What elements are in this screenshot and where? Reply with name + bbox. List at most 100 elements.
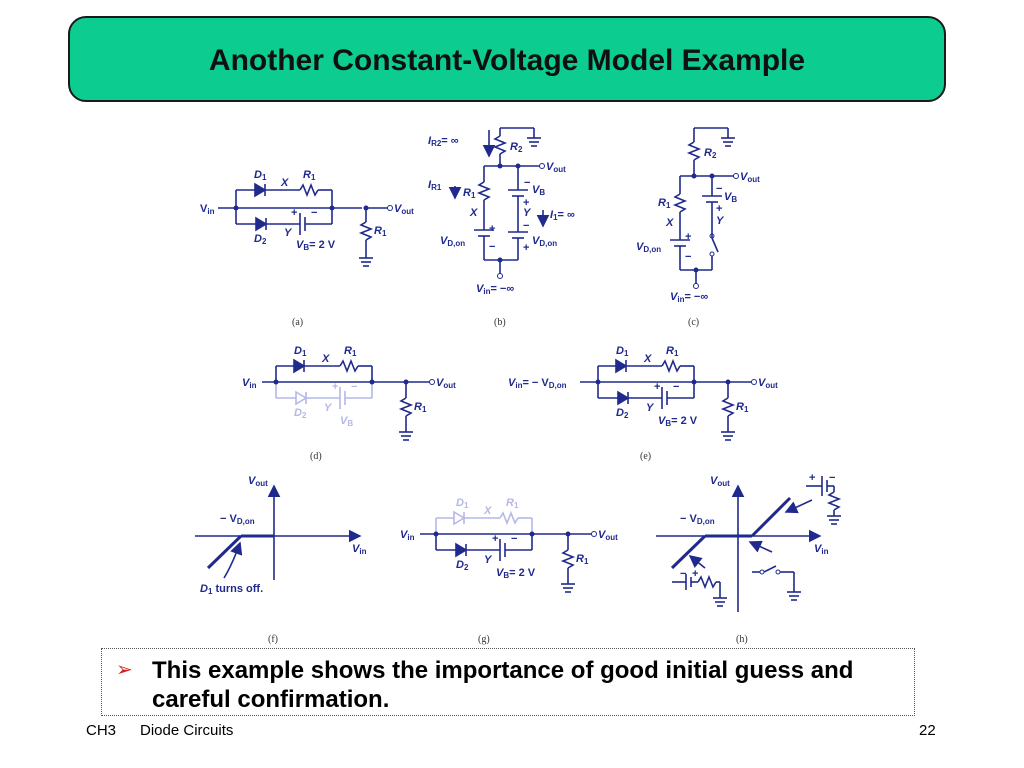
- circuit-a: [218, 182, 388, 267]
- svg-text:VB= 2 V: VB= 2 V: [658, 415, 698, 428]
- circuit-g: [420, 533, 592, 593]
- svg-text:Vout: Vout: [710, 475, 730, 488]
- svg-text:+: +: [685, 231, 691, 243]
- svg-text:Vout: Vout: [546, 161, 566, 174]
- svg-text:+: +: [332, 381, 338, 393]
- svg-text:Vin: Vin: [200, 203, 215, 216]
- svg-text:− VD,on: − VD,on: [680, 513, 715, 526]
- svg-text:Vin= −∞: Vin= −∞: [670, 291, 708, 304]
- caption-b: (b): [494, 317, 506, 328]
- svg-text:X: X: [483, 505, 492, 517]
- svg-text:−: −: [511, 533, 517, 545]
- svg-text:+: +: [291, 207, 297, 219]
- svg-text:D1 turns off.: D1 turns off.: [200, 583, 263, 596]
- svg-text:Y: Y: [324, 402, 333, 414]
- svg-text:VB: VB: [340, 415, 353, 428]
- slide-title: Another Constant-Voltage Model Example: [208, 44, 806, 77]
- svg-text:Vin: Vin: [814, 543, 829, 556]
- svg-text:R1: R1: [344, 345, 357, 358]
- graph-f-labels: Vout − VD,on Vin D1 turns off.: [200, 475, 367, 596]
- svg-text:VD,on: VD,on: [636, 241, 661, 254]
- svg-text:+: +: [523, 242, 529, 254]
- svg-text:−: −: [680, 568, 686, 580]
- circuit-diagrams: Vin D1 X R1 D2 + − Y VB= 2 V Vout R1: [195, 127, 842, 645]
- svg-text:VB= 2 V: VB= 2 V: [296, 239, 336, 252]
- svg-text:D2: D2: [294, 407, 307, 420]
- svg-text:+: +: [492, 533, 498, 545]
- svg-text:Y: Y: [716, 215, 725, 227]
- svg-text:R1: R1: [736, 401, 749, 414]
- svg-text:+: +: [654, 381, 660, 393]
- svg-text:X: X: [469, 207, 478, 219]
- svg-text:−: −: [829, 472, 835, 484]
- svg-text:VB: VB: [724, 191, 737, 204]
- svg-text:I1= ∞: I1= ∞: [550, 209, 575, 222]
- svg-text:R1: R1: [303, 169, 316, 182]
- svg-text:R2: R2: [704, 147, 717, 160]
- svg-text:Vin= −∞: Vin= −∞: [476, 283, 514, 296]
- caption-f: (f): [268, 634, 278, 645]
- circuit-b-labels: IR2= ∞ R2 Vout IR1 R1 X − VB + Y I1= ∞ +…: [428, 135, 575, 296]
- svg-text:−: −: [716, 183, 722, 195]
- svg-text:Vout: Vout: [248, 475, 268, 488]
- svg-text:Vin: Vin: [400, 529, 415, 542]
- svg-text:−: −: [523, 220, 529, 232]
- svg-text:VD,on: VD,on: [532, 235, 557, 248]
- svg-text:− VD,on: − VD,on: [220, 513, 255, 526]
- circuit-g-faded: [435, 510, 533, 534]
- caption-c: (c): [688, 317, 699, 328]
- svg-text:VB: VB: [532, 184, 545, 197]
- svg-text:Vout: Vout: [740, 171, 760, 184]
- svg-text:Y: Y: [523, 207, 532, 219]
- caption-h: (h): [736, 634, 748, 645]
- svg-text:Vout: Vout: [436, 377, 456, 390]
- graph-f: [195, 484, 362, 580]
- svg-text:+: +: [809, 472, 815, 484]
- svg-text:D2: D2: [456, 559, 469, 572]
- svg-text:R1: R1: [414, 401, 427, 414]
- svg-text:D1: D1: [254, 169, 267, 182]
- svg-text:X: X: [643, 353, 652, 365]
- figure-captions: (a) (b) (c) (d) (e) (f) (g) (h): [268, 317, 748, 645]
- svg-text:Vin: Vin: [352, 543, 367, 556]
- circuit-a-labels: Vin D1 X R1 D2 + − Y VB= 2 V Vout R1: [200, 169, 414, 252]
- svg-text:IR1: IR1: [428, 179, 442, 192]
- circuit-d: [262, 358, 430, 441]
- circuit-e-labels: Vin= − VD,on D1 X R1 D2 + − Y VB= 2 V Vo…: [508, 345, 778, 428]
- svg-text:Y: Y: [646, 402, 655, 414]
- svg-text:R1: R1: [666, 345, 679, 358]
- svg-text:X: X: [280, 177, 289, 189]
- svg-text:−: −: [524, 177, 530, 189]
- svg-text:R1: R1: [576, 553, 589, 566]
- svg-text:Y: Y: [484, 554, 493, 566]
- bullet-text: This example shows the importance of goo…: [152, 657, 854, 713]
- svg-text:X: X: [665, 217, 674, 229]
- svg-text:+: +: [489, 223, 495, 235]
- svg-text:Vout: Vout: [758, 377, 778, 390]
- circuit-c-labels: R2 Vout R1 X − VB + Y + − VD,on Vin= −∞: [636, 147, 760, 304]
- circuit-b: [448, 127, 550, 274]
- svg-text:−: −: [673, 381, 679, 393]
- svg-text:+: +: [523, 197, 529, 209]
- svg-text:−: −: [311, 207, 317, 219]
- footer-topic: Diode Circuits: [140, 722, 234, 739]
- svg-text:−: −: [351, 381, 357, 393]
- graph-h: [656, 476, 842, 612]
- title-banner: Another Constant-Voltage Model Example: [68, 16, 946, 102]
- svg-text:D1: D1: [456, 497, 469, 510]
- svg-text:X: X: [321, 353, 330, 365]
- svg-text:D1: D1: [616, 345, 629, 358]
- svg-text:D2: D2: [616, 407, 629, 420]
- svg-text:VB= 2 V: VB= 2 V: [496, 567, 536, 580]
- circuit-d-faded: [275, 382, 373, 409]
- svg-text:Y: Y: [284, 227, 293, 239]
- bullet-arrow-icon: ➢: [116, 659, 133, 681]
- svg-text:Vin= − VD,on: Vin= − VD,on: [508, 377, 567, 390]
- caption-e: (e): [640, 451, 651, 462]
- svg-text:IR2= ∞: IR2= ∞: [428, 135, 459, 148]
- circuit-g-labels: D1 X R1 Vin D2 + − Y VB= 2 V Vout R1: [400, 497, 618, 580]
- svg-text:VD,on: VD,on: [440, 235, 465, 248]
- svg-text:D2: D2: [254, 233, 267, 246]
- page-number: 22: [919, 722, 936, 739]
- caption-a: (a): [292, 317, 303, 328]
